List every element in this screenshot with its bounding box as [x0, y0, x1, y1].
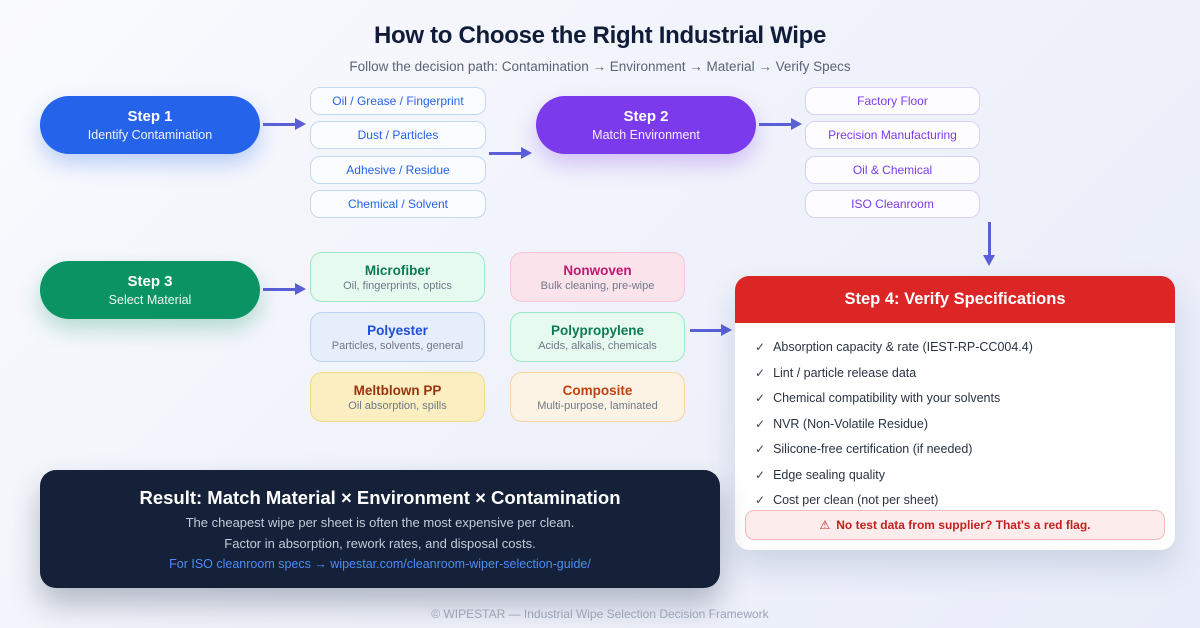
page-title: How to Choose the Right Industrial Wipe	[373, 22, 827, 49]
check-icon: ✓	[755, 467, 766, 482]
arrow-environment-to-verify	[983, 222, 995, 266]
warning-text: No test data from supplier? That's a red…	[836, 518, 1091, 532]
check-icon: ✓	[755, 416, 766, 431]
footer-credit: © WIPESTAR — Industrial Wipe Selection D…	[431, 607, 769, 621]
check-icon: ✓	[755, 493, 766, 507]
step3-sublabel: Select Material	[108, 293, 192, 307]
step2-pill: Step 2 Match Environment	[536, 96, 756, 154]
material-card-composite: Composite Multi-purpose, laminated	[510, 372, 685, 422]
result-line-1: The cheapest wipe per sheet is often the…	[185, 515, 575, 530]
material-name: Microfiber	[364, 262, 431, 278]
environment-option-factory-floor: Factory Floor	[805, 87, 980, 115]
check-icon: ✓	[755, 365, 766, 380]
verify-item-text: Absorption capacity & rate (IEST-RP-CC00…	[773, 340, 1033, 354]
material-name: Polyester	[367, 322, 428, 338]
result-line-2: Factor in absorption, rework rates, and …	[224, 536, 536, 551]
arrow-step1-to-contamination	[263, 118, 306, 130]
verify-item-text: Cost per clean (not per sheet)	[773, 493, 939, 507]
verify-item: ✓ Silicone-free certification (if needed)	[755, 442, 1155, 456]
material-name: Nonwoven	[563, 262, 632, 278]
step2-label: Step 2	[623, 108, 669, 125]
verify-item-text: Silicone-free certification (if needed)	[773, 442, 973, 456]
arrow-contamination-to-step2	[489, 147, 532, 159]
check-icon: ✓	[755, 442, 766, 456]
step2-sublabel: Match Environment	[592, 128, 700, 142]
contamination-option-chemical-solvent: Chemical / Solvent	[310, 190, 486, 218]
material-name: Meltblown PP	[353, 382, 442, 398]
check-icon: ✓	[755, 391, 766, 405]
cleanroom-guide-link[interactable]: For ISO cleanroom specs → wipestar.com/c…	[169, 557, 591, 571]
page-subtitle: Follow the decision path: Contamination …	[349, 59, 851, 74]
contamination-option-adhesive-residue: Adhesive / Residue	[310, 156, 486, 184]
check-icon: ✓	[755, 340, 766, 354]
step3-label: Step 3	[127, 273, 173, 290]
verify-item: ✓ Lint / particle release data	[755, 366, 1155, 380]
material-card-nonwoven: Nonwoven Bulk cleaning, pre-wipe	[510, 252, 685, 302]
material-desc: Multi-purpose, laminated	[537, 399, 658, 412]
material-desc: Bulk cleaning, pre-wipe	[540, 279, 655, 292]
verify-item-text: Edge sealing quality	[773, 467, 885, 482]
verify-item: ✓ NVR (Non-Volatile Residue)	[755, 417, 1155, 431]
material-desc: Acids, alkalis, chemicals	[538, 339, 657, 352]
verify-item-text: Chemical compatibility with your solvent…	[773, 391, 1001, 405]
environment-option-precision-manufacturing: Precision Manufacturing	[805, 121, 980, 149]
material-desc: Oil absorption, spills	[348, 399, 447, 412]
material-card-polypropylene: Polypropylene Acids, alkalis, chemicals	[510, 312, 685, 362]
environment-option-iso-cleanroom: ISO Cleanroom	[805, 190, 980, 218]
arrow-materials-to-verify	[690, 324, 732, 336]
material-card-microfiber: Microfiber Oil, fingerprints, optics	[310, 252, 485, 302]
verify-checklist: ✓ Absorption capacity & rate (IEST-RP-CC0…	[735, 323, 1175, 507]
verify-item-text: Lint / particle release data	[773, 365, 917, 380]
arrow-step3-to-materials	[263, 283, 306, 295]
verify-header: Step 4: Verify Specifications	[735, 276, 1175, 323]
warning-icon: ⚠	[819, 518, 831, 532]
supplier-warning-banner: ⚠ No test data from supplier? That's a r…	[745, 510, 1165, 540]
step3-pill: Step 3 Select Material	[40, 261, 260, 319]
environment-option-oil-chemical: Oil & Chemical	[805, 156, 980, 184]
arrow-step2-to-environment	[759, 118, 802, 130]
step1-label: Step 1	[127, 108, 173, 125]
verify-item-text: NVR (Non-Volatile Residue)	[773, 416, 928, 431]
material-name: Polypropylene	[550, 322, 645, 338]
contamination-option-dust-particles: Dust / Particles	[310, 121, 486, 149]
step1-pill: Step 1 Identify Contamination	[40, 96, 260, 154]
verify-item: ✓ Chemical compatibility with your solven…	[755, 391, 1155, 405]
result-title: Result: Match Material × Environment × C…	[139, 487, 621, 508]
result-box: Result: Match Material × Environment × C…	[40, 470, 720, 588]
material-card-meltblown-pp: Meltblown PP Oil absorption, spills	[310, 372, 485, 422]
verify-item: ✓ Absorption capacity & rate (IEST-RP-CC0…	[755, 340, 1155, 354]
verify-item: ✓ Cost per clean (not per sheet)	[755, 493, 1155, 507]
verify-item: ✓ Edge sealing quality	[755, 468, 1155, 482]
verify-specifications-card: Step 4: Verify Specifications ✓ Absorptio…	[735, 276, 1175, 550]
material-name: Composite	[562, 382, 633, 398]
material-desc: Oil, fingerprints, optics	[343, 279, 452, 292]
material-desc: Particles, solvents, general	[331, 339, 464, 352]
step1-sublabel: Identify Contamination	[87, 128, 213, 142]
material-card-polyester: Polyester Particles, solvents, general	[310, 312, 485, 362]
contamination-option-oil-grease-fingerprint: Oil / Grease / Fingerprint	[310, 87, 486, 115]
